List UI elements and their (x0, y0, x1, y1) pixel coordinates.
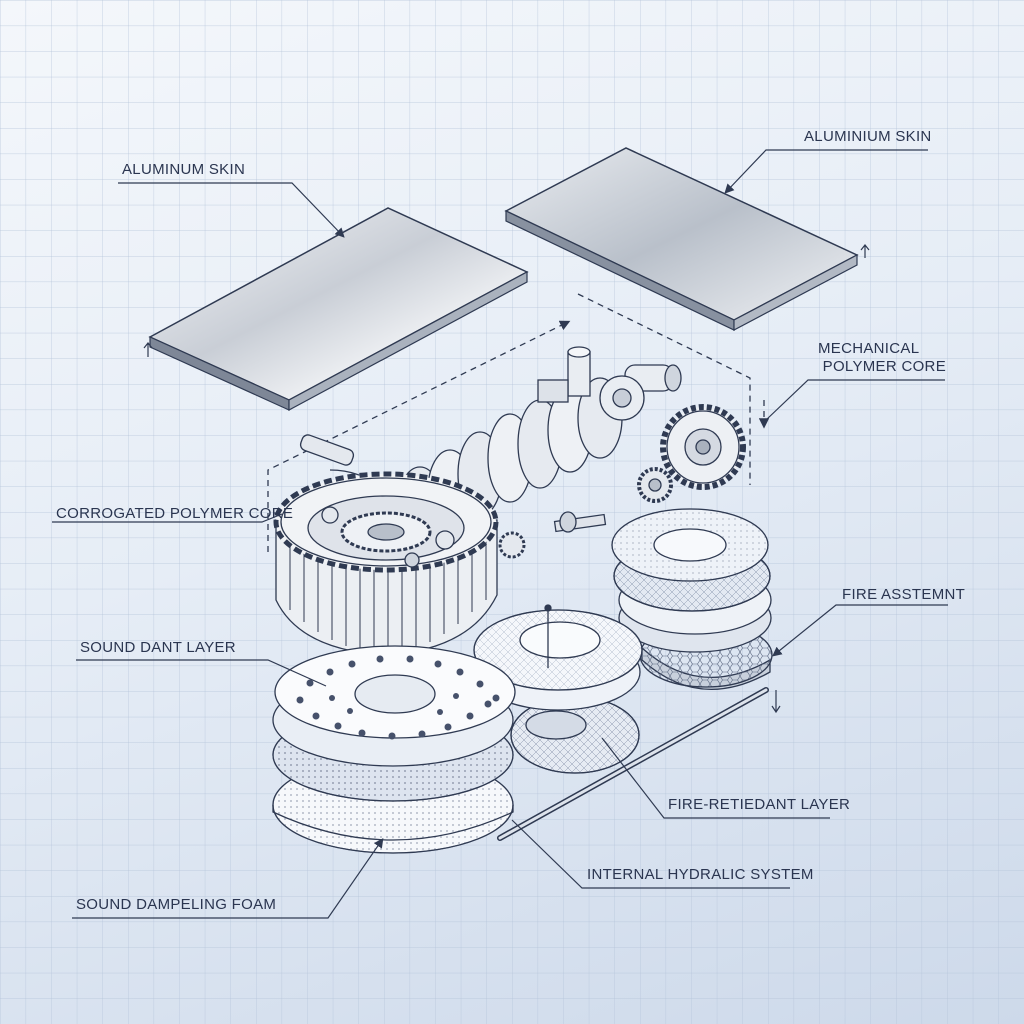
leader-internal-hydraulic-system (511, 819, 790, 889)
leader-sound-dant-layer (76, 659, 327, 687)
leader-fire-assessment (772, 604, 948, 657)
label-corrugated-polymer-core: CORROGATED POLYMER CORE (56, 505, 294, 522)
large-ring-gear (273, 471, 526, 656)
label-sound-dant-layer: SOUND DANT LAYER (80, 639, 236, 656)
hydraulic-rod (497, 687, 769, 841)
leader-fire-retardant-layer (601, 737, 830, 819)
leader-lines (52, 149, 948, 919)
fire-assessment-stack (611, 508, 773, 690)
label-aluminum-skin-left: ALUMINUM SKIN (122, 161, 246, 178)
right-drive-gear (637, 404, 746, 503)
leader-aluminium-skin-right (724, 149, 928, 194)
thickness-tick-left (143, 342, 153, 357)
sound-damping-stack (272, 645, 516, 854)
label-mechanical-polymer-core: MECHANICAL POLYMER CORE (796, 340, 946, 376)
label-sound-dampening-foam: SOUND DAMPELING FOAM (76, 896, 277, 913)
aluminium-skin-right-panel (504, 147, 859, 331)
leader-mechanical-polymer-core (765, 379, 945, 421)
leader-corrugated-polymer-core (52, 513, 283, 523)
mechanical-polymer-core-assembly (273, 346, 746, 656)
top-mechanism-cluster (537, 346, 682, 421)
thickness-tick-right (860, 244, 870, 258)
label-internal-hydraulic-system: INTERNAL HYDRALIC SYSTEM (587, 866, 814, 883)
label-aluminium-skin-right: ALUMINIUM SKIN (804, 128, 932, 145)
leader-aluminum-skin-left (118, 182, 345, 238)
label-fire-assessment: FIRE ASSTEMNT (842, 586, 966, 603)
label-mechanical-line1: MECHANICAL (818, 340, 920, 357)
fire-retardant-stack (473, 604, 643, 774)
label-fire-retardant-layer: FIRE-RETIEDANT LAYER (668, 796, 851, 813)
thickness-tick-rod (771, 690, 781, 714)
label-mechanical-line2: POLYMER CORE (822, 358, 946, 375)
leader-sound-dampening-foam (72, 838, 384, 919)
explosion-guide-lines (267, 293, 770, 552)
aluminum-skin-left-panel (148, 207, 529, 412)
